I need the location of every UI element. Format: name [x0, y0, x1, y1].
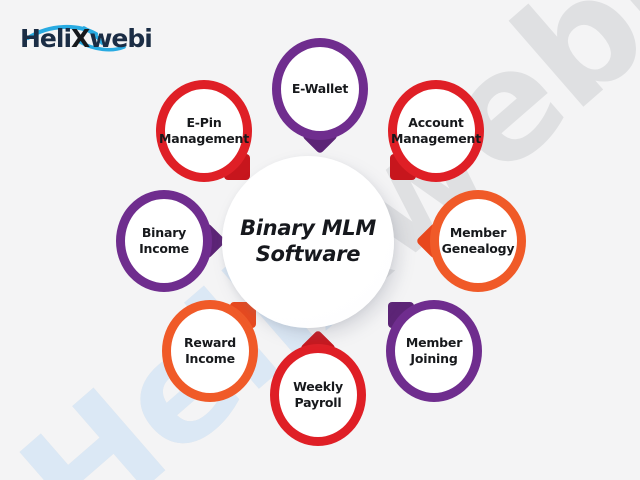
node-label-member-genealogy: Member Genealogy [441, 224, 515, 256]
node-e-wallet[interactable]: E-Wallet [272, 38, 368, 155]
node-ring-e-wallet [272, 38, 368, 140]
node-reward-income[interactable]: Reward Income [162, 300, 258, 402]
logo-wordmark: HeliXwebi [20, 24, 153, 54]
node-ring-binary-income [116, 190, 212, 292]
node-ring-reward-income [162, 300, 258, 402]
node-ring-member-genealogy [430, 190, 526, 292]
center-hub-title: Binary MLM Software [240, 216, 376, 266]
node-ring-member-joining [386, 300, 482, 402]
logo-swoosh-icon [26, 24, 126, 52]
node-label-binary-income: Binary Income [139, 224, 189, 256]
logo-text-webi: webi [89, 24, 153, 53]
node-label-e-pin-management: E-Pin Management [158, 114, 249, 146]
node-e-pin-management[interactable]: E-Pin Management [156, 80, 252, 182]
node-label-member-joining: Member Joining [405, 334, 463, 366]
node-label-weekly-payroll: Weekly Payroll [293, 378, 343, 410]
node-label-e-wallet: E-Wallet [291, 80, 349, 96]
brand-logo[interactable]: HeliXwebi [20, 22, 195, 56]
node-ring-weekly-payroll [270, 344, 366, 446]
logo-text-x: X [71, 24, 90, 53]
node-binary-income[interactable]: Binary Income [116, 190, 227, 292]
node-label-account-management: Account Management [390, 114, 481, 146]
node-weekly-payroll[interactable]: Weekly Payroll [270, 329, 366, 446]
node-ring-account-management [388, 80, 484, 182]
node-member-genealogy[interactable]: Member Genealogy [415, 190, 526, 292]
node-label-reward-income: Reward Income [184, 334, 236, 366]
node-account-management[interactable]: Account Management [388, 80, 484, 182]
logo-text-heli: Heli [20, 24, 72, 53]
node-ring-e-pin-management [156, 80, 252, 182]
center-hub: Binary MLM Software [222, 156, 394, 328]
node-member-joining[interactable]: Member Joining [386, 300, 482, 402]
